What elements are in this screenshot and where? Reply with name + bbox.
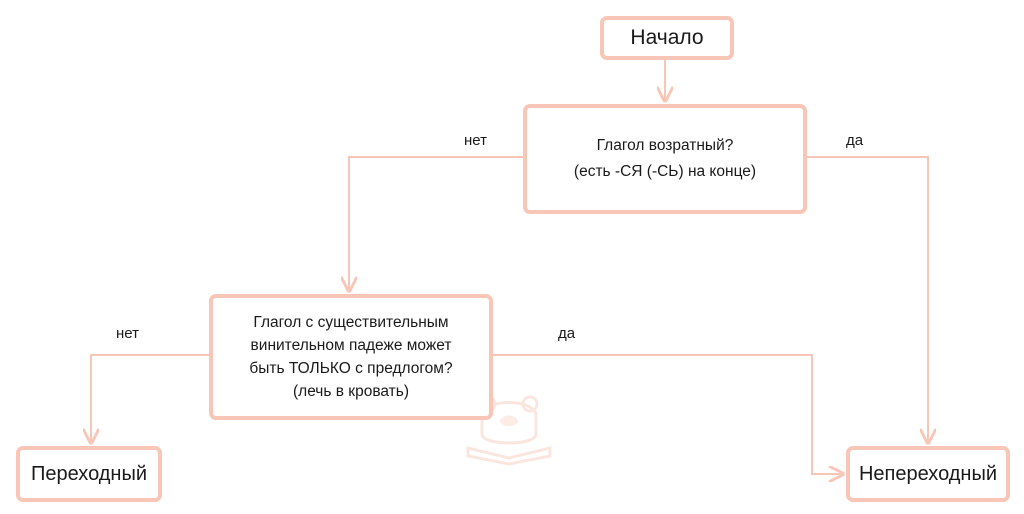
connector-question1-yes: [807, 156, 928, 443]
question1-line1: Глагол возратный?: [596, 137, 734, 154]
result-intransitive-node: Непереходный: [846, 446, 1010, 502]
bear-book-logo-icon: [466, 395, 552, 466]
connector-question2-no: [91, 354, 209, 443]
question2-line2: винительном падеже может: [250, 337, 452, 354]
question2-line1: Глагол с существительным: [253, 314, 449, 331]
edge-label-question1-no: нет: [464, 132, 487, 149]
question2-line3: быть ТОЛЬКО с предлогом?: [249, 360, 453, 377]
edge-label-question2-no: нет: [116, 325, 139, 342]
question2-line4: (лечь в кровать): [292, 383, 409, 400]
edge-label-question1-yes: да: [846, 132, 864, 149]
edge-label-question2-yes: да: [558, 325, 576, 342]
result-intransitive-label: Непереходный: [858, 462, 998, 485]
question1-line2: (есть -СЯ (-СЬ) на конце): [573, 163, 757, 180]
connector-question2-yes: [493, 354, 843, 474]
start-node: Начало: [600, 16, 734, 60]
result-transitive-node: Переходный: [16, 446, 162, 502]
start-node-label: Начало: [630, 26, 704, 49]
result-transitive-label: Переходный: [30, 462, 148, 485]
question1-node: Глагол возратный? (есть -СЯ (-СЬ) на кон…: [523, 104, 807, 214]
connector-question1-no: [349, 156, 523, 291]
question2-node: Глагол с существительным винительном пад…: [209, 294, 493, 420]
